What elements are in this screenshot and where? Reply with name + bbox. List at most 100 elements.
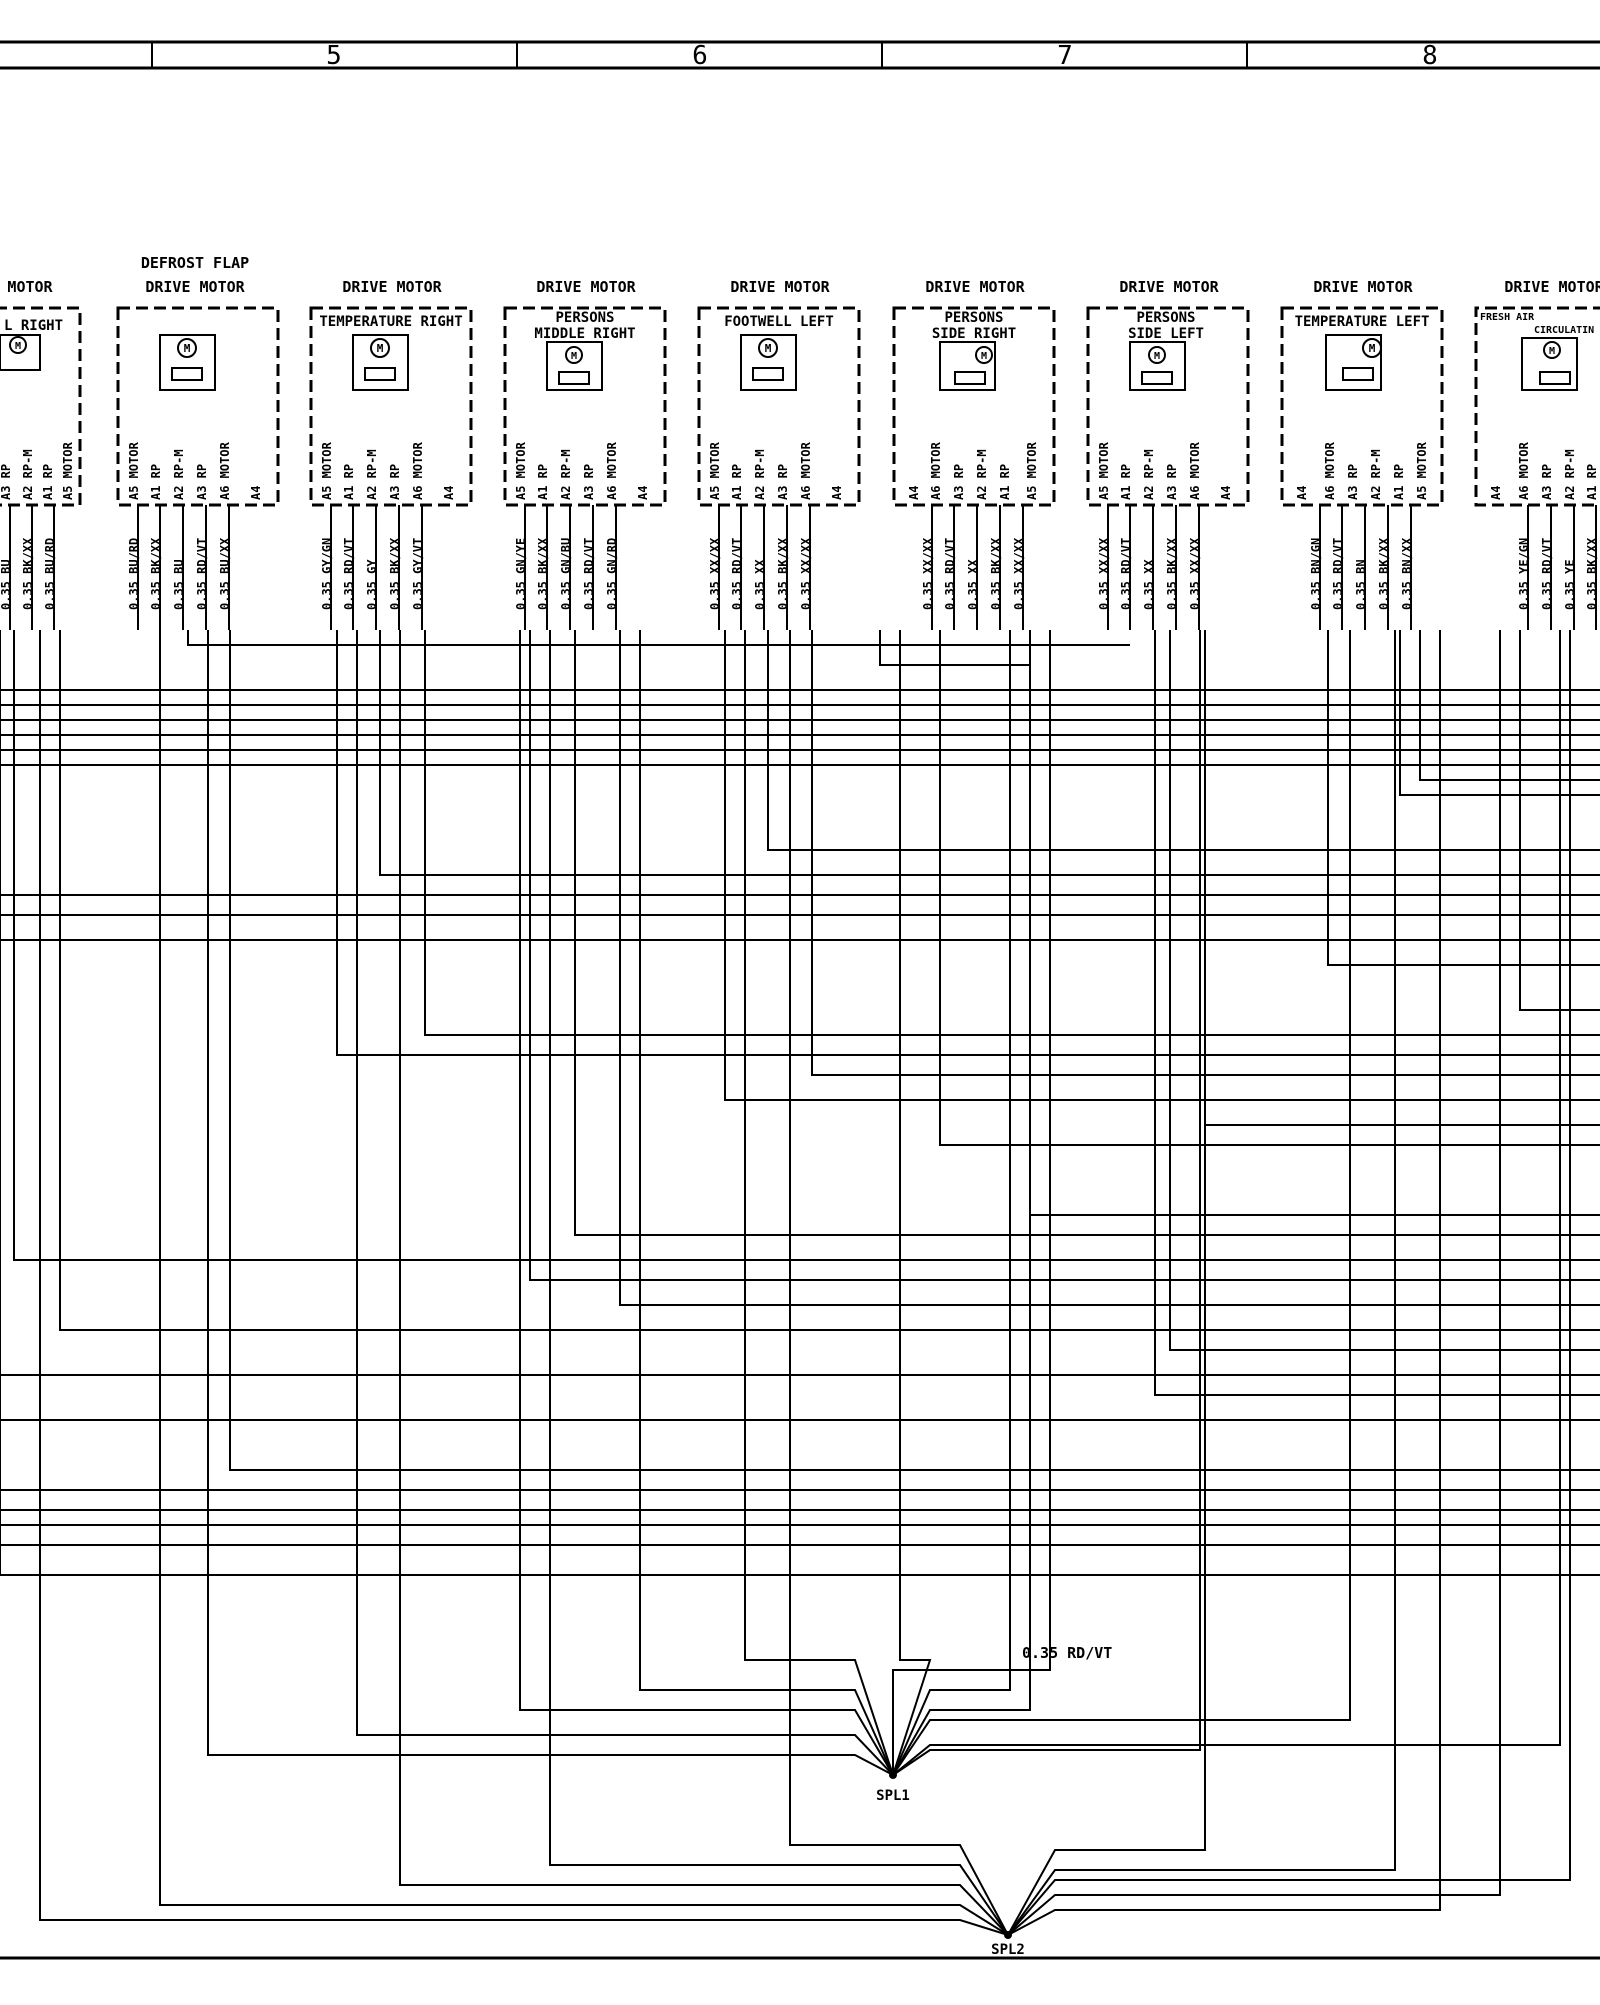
wire-route <box>519 630 894 1776</box>
pin-label: A1 RP <box>536 464 550 500</box>
potentiometer-icon <box>1539 371 1571 385</box>
wire-route <box>0 630 1600 751</box>
wire-route <box>1169 630 1600 1351</box>
wire-route <box>0 630 1600 766</box>
component-title: MOTOR <box>7 278 53 296</box>
component-defrost-flap-motor: DEFROST FLAP DRIVE MOTOR M A5 MOTOR A1 R… <box>116 254 280 610</box>
pin-label: A2 RP-M <box>753 449 767 500</box>
pin-label: A5 MOTOR <box>1025 441 1039 500</box>
motor-symbol-icon <box>758 338 778 358</box>
pin-label: A3 RP <box>952 464 966 500</box>
pin-label: A2 RP-M <box>21 449 35 500</box>
wire-route <box>892 630 932 1776</box>
motor-m-glyph: M <box>1549 346 1555 357</box>
wiring-harness <box>0 505 1600 1936</box>
pin-label: A2 RP-M <box>559 449 573 500</box>
component-box <box>1280 306 1444 507</box>
pin-label: A2 RP-M <box>172 449 186 500</box>
wire-route <box>0 630 1600 1511</box>
wire-route <box>59 630 1600 1331</box>
component-box <box>309 306 473 507</box>
wire-route <box>892 630 1011 1776</box>
pin-label: A3 RP <box>1540 464 1554 500</box>
pin-label: A1 RP <box>1585 464 1599 500</box>
sheet-frame <box>0 40 1600 1960</box>
pin-label: A6 MOTOR <box>218 441 232 500</box>
wire-route <box>0 630 1600 736</box>
component-box-label-line-2: SIDE LEFT <box>1128 326 1204 342</box>
pin-label: A2 RP-M <box>1142 449 1156 500</box>
wire-route <box>529 630 1600 1281</box>
splice-node-icon <box>889 1771 897 1779</box>
potentiometer-icon <box>171 367 203 381</box>
pin-label: A3 RP <box>582 464 596 500</box>
wire-route <box>619 630 1600 1306</box>
pin-label: A2 RP-M <box>1369 449 1383 500</box>
motor-m-glyph: M <box>184 342 191 355</box>
pin-label: A6 MOTOR <box>1517 441 1531 500</box>
wire-route <box>1154 630 1600 1396</box>
pin-label: A3 RP <box>1165 464 1179 500</box>
pin-label: A1 RP <box>149 464 163 500</box>
potentiometer-icon <box>1342 367 1374 381</box>
component-box-label-line-2: SIDE RIGHT <box>932 326 1016 342</box>
potentiometer-icon <box>752 367 784 381</box>
wire-route <box>1007 630 1206 1936</box>
wire-route <box>1007 630 1501 1936</box>
potentiometer-icon <box>558 371 590 385</box>
component-title: DRIVE MOTOR <box>730 278 830 296</box>
motor-m-glyph: M <box>571 351 577 362</box>
wire-route <box>892 630 1561 1776</box>
wire-route <box>811 630 1600 1076</box>
wire-route <box>0 630 1600 1421</box>
splice-node-icon <box>1004 1931 1012 1939</box>
component-box-label-line-1: PERSONS <box>1136 310 1195 326</box>
wire-route <box>892 630 1051 1775</box>
pin-label: A4 <box>907 486 921 500</box>
pin-label: A2 RP-M <box>1563 449 1577 500</box>
motor-m-glyph: M <box>377 342 384 355</box>
zone-number-7: 7 <box>1057 41 1073 71</box>
wire-route <box>892 630 1031 1776</box>
component-box-label-line-2: MIDDLE RIGHT <box>534 326 635 342</box>
pin-label: A3 RP <box>776 464 790 500</box>
wire-route <box>159 630 1009 1936</box>
wire-route <box>379 630 1600 876</box>
pin-label: A5 MOTOR <box>1415 441 1429 500</box>
motor-m-glyph: M <box>981 351 987 362</box>
pin-label: A3 RP <box>1346 464 1360 500</box>
wire-route <box>892 630 1201 1776</box>
motor-symbol-icon <box>975 346 993 364</box>
component-box <box>892 306 1056 507</box>
wire-route <box>0 630 1600 916</box>
component-box-label-line-1: PERSONS <box>555 310 614 326</box>
wire-route <box>639 630 894 1776</box>
wire-route <box>549 630 1009 1936</box>
pin-label: A5 MOTOR <box>127 441 141 500</box>
wire-route <box>939 630 1600 1146</box>
component-box-label-line-1: FRESH AIR <box>1480 312 1535 323</box>
wire-route <box>1007 630 1571 1936</box>
wire-route <box>39 630 1009 1936</box>
component-title: DRIVE MOTOR <box>342 278 442 296</box>
component-box-label: TEMPERATURE RIGHT <box>319 314 462 330</box>
wire-label: 0.35 BU <box>0 559 13 610</box>
component-footwell-left-motor: DRIVE MOTOR FOOTWELL LEFT M A5 MOTOR A1 … <box>697 278 861 610</box>
pin-label: A1 RP <box>998 464 1012 500</box>
wire-route <box>0 630 1600 1576</box>
pin-label: A5 MOTOR <box>1097 441 1111 500</box>
wire-route <box>724 630 1600 1101</box>
pin-label: A4 <box>1489 486 1503 500</box>
splice-spl1: SPL1 <box>876 1771 910 1804</box>
wire-route <box>0 630 1600 896</box>
pin-label: A1 RP <box>730 464 744 500</box>
wire-route <box>879 630 1030 666</box>
wire-route <box>187 630 1130 646</box>
wire-route <box>1519 630 1600 1011</box>
component-title: DRIVE MOTOR <box>1119 278 1219 296</box>
wire-route <box>1419 630 1600 781</box>
spl1-wire-note: 0.35 RD/VT <box>1022 1644 1112 1662</box>
wire-route <box>789 630 1009 1936</box>
wire-route <box>744 630 894 1776</box>
